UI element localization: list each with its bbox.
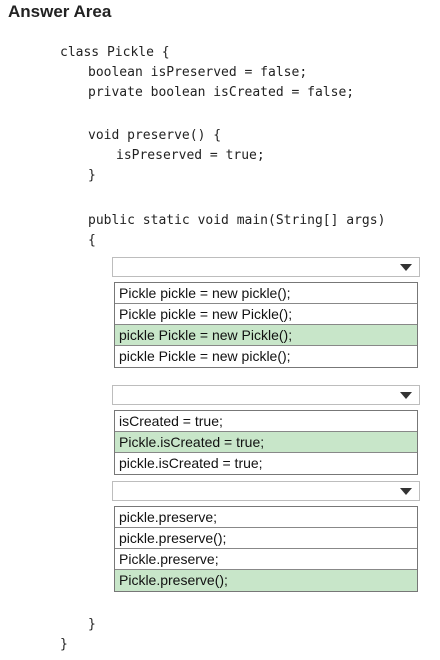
dropdown-3-options: pickle.preserve; pickle.preserve(); Pick… [114,506,418,592]
dropdown-1-options: Pickle pickle = new pickle(); Pickle pic… [114,282,418,368]
code-main-close: } [88,617,96,632]
dropdown-1-option-selected[interactable]: pickle Pickle = new Pickle(); [115,325,417,346]
dropdown-1-option[interactable]: pickle Pickle = new pickle(); [119,348,291,364]
dropdown-2-option[interactable]: pickle.isCreated = true; [119,455,263,471]
dropdown-3-option[interactable]: pickle.preserve(); [115,528,417,549]
code-main-signature: public static void main(String[] args) [88,213,386,228]
dropdown-2-select[interactable] [112,385,420,405]
dropdown-2-options: isCreated = true; Pickle.isCreated = tru… [114,410,418,475]
code-field-ispreserved: boolean isPreserved = false; [88,65,308,80]
dropdown-3-option-selected[interactable]: Pickle.preserve(); [115,570,417,591]
code-method-close: } [88,168,96,183]
chevron-down-icon[interactable] [400,264,412,271]
dropdown-3: pickle.preserve; pickle.preserve(); Pick… [112,481,420,592]
dropdown-3-select[interactable] [112,481,420,501]
dropdown-3-option[interactable]: pickle.preserve; [115,507,417,528]
dropdown-1-option[interactable]: Pickle pickle = new pickle(); [115,283,417,304]
dropdown-1-option[interactable]: Pickle pickle = new Pickle(); [115,304,417,325]
dropdown-2-option[interactable]: isCreated = true; [115,411,417,432]
code-method-body: isPreserved = true; [116,148,265,163]
chevron-down-icon[interactable] [400,488,412,495]
code-method-signature: void preserve() { [88,128,222,143]
code-field-iscreated: private boolean isCreated = false; [88,85,355,100]
dropdown-2-option-selected[interactable]: Pickle.isCreated = true; [115,432,417,453]
code-main-open-brace: { [88,233,96,248]
dropdown-1: Pickle pickle = new pickle(); Pickle pic… [112,257,420,368]
chevron-down-icon[interactable] [400,392,412,399]
answer-area-title: Answer Area [8,2,112,21]
dropdown-2: isCreated = true; Pickle.isCreated = tru… [112,385,420,475]
code-class-close: } [60,637,68,652]
dropdown-1-select[interactable] [112,257,420,277]
dropdown-3-option[interactable]: Pickle.preserve; [115,549,417,570]
code-class-declaration: class Pickle { [60,45,170,60]
